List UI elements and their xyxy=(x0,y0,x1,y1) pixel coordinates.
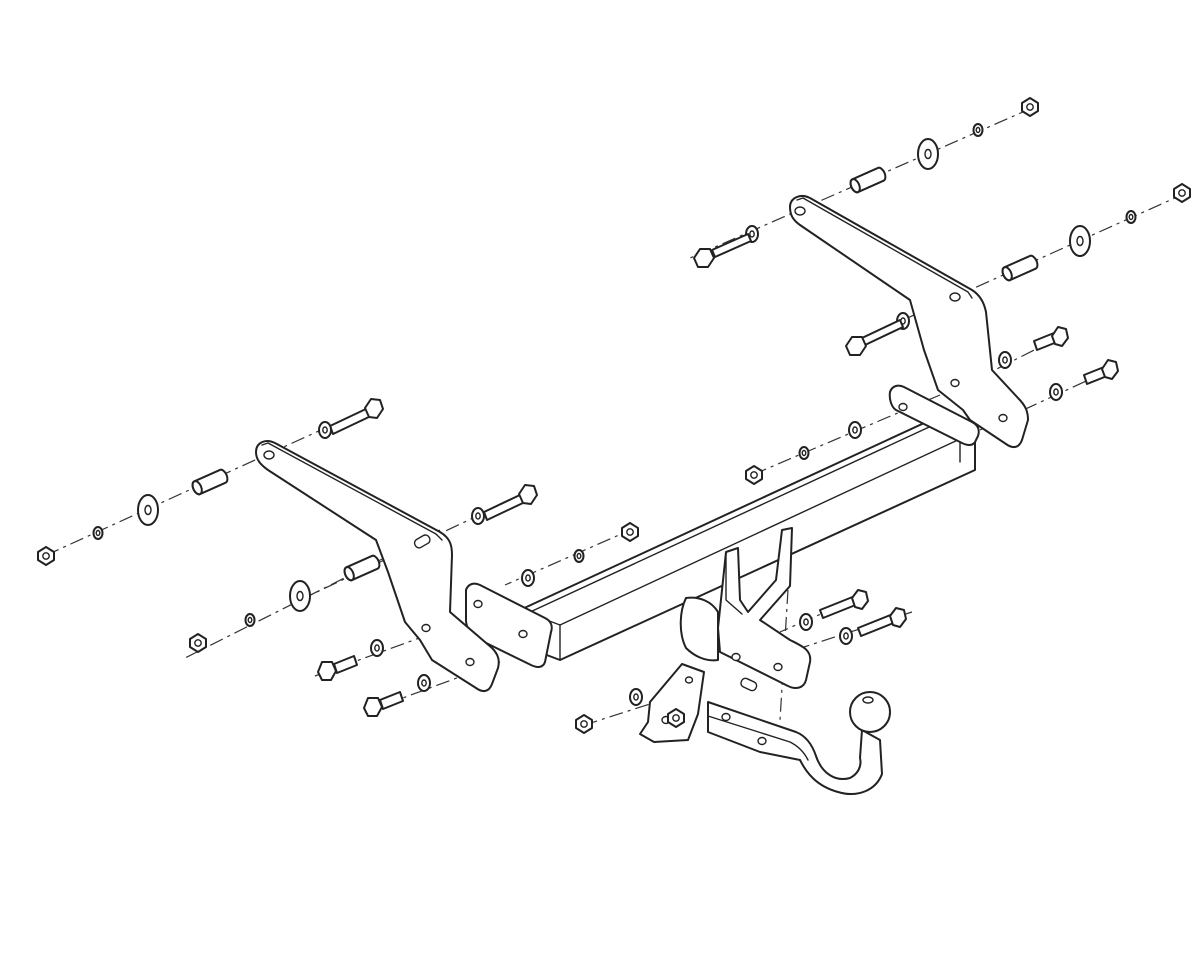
center-hardware xyxy=(521,522,907,734)
socket-nut-icon xyxy=(667,708,685,728)
bolt-icon xyxy=(329,398,384,435)
bolt-icon xyxy=(483,484,538,521)
lock-washer-icon xyxy=(1125,210,1137,224)
crossbar xyxy=(465,384,980,668)
lock-washer-icon xyxy=(92,526,104,540)
bolt-icon xyxy=(1083,359,1119,385)
nut-icon xyxy=(37,546,55,566)
washer-icon xyxy=(839,627,853,645)
socket-plate xyxy=(639,663,705,743)
washer-icon xyxy=(917,138,939,170)
lock-washer-icon xyxy=(798,446,810,460)
spacer-sleeve-icon xyxy=(847,165,889,195)
spacer-sleeve-icon xyxy=(189,467,231,497)
washer-icon xyxy=(417,674,431,692)
left-bracket xyxy=(255,440,500,693)
nut-icon xyxy=(1021,97,1039,117)
washer-icon xyxy=(471,507,485,525)
nut-icon xyxy=(621,522,639,542)
bolt-icon xyxy=(845,319,904,356)
bolt-icon xyxy=(857,607,907,637)
bolt-icon xyxy=(1033,326,1069,351)
lock-washer-icon xyxy=(244,613,256,627)
right-bracket xyxy=(789,195,1029,449)
washer-icon xyxy=(1069,225,1091,257)
lock-washer-icon xyxy=(573,549,585,563)
center-mount xyxy=(679,527,812,692)
nut-icon xyxy=(575,714,593,734)
spacer-sleeve-icon xyxy=(999,253,1041,283)
washer-icon xyxy=(998,351,1012,369)
spacer-sleeve-icon xyxy=(341,553,383,583)
bolt-icon xyxy=(693,233,752,268)
bolt-icon xyxy=(819,589,869,619)
washer-icon xyxy=(370,639,384,657)
washer-icon xyxy=(137,494,159,526)
nut-icon xyxy=(189,633,207,653)
tow-ball-neck xyxy=(707,691,891,795)
bolt-icon xyxy=(317,655,358,681)
washer-icon xyxy=(521,569,535,587)
nut-icon xyxy=(1173,183,1191,203)
nut-icon xyxy=(745,465,763,485)
washer-icon xyxy=(289,580,311,612)
washer-icon xyxy=(799,613,813,631)
washer-icon xyxy=(629,688,643,706)
washer-icon xyxy=(1049,383,1063,401)
bolt-icon xyxy=(363,691,404,717)
right-hardware xyxy=(693,97,1191,485)
lock-washer-icon xyxy=(972,123,984,137)
washer-icon xyxy=(848,421,862,439)
left-hardware xyxy=(37,398,538,717)
washer-icon xyxy=(318,421,332,439)
